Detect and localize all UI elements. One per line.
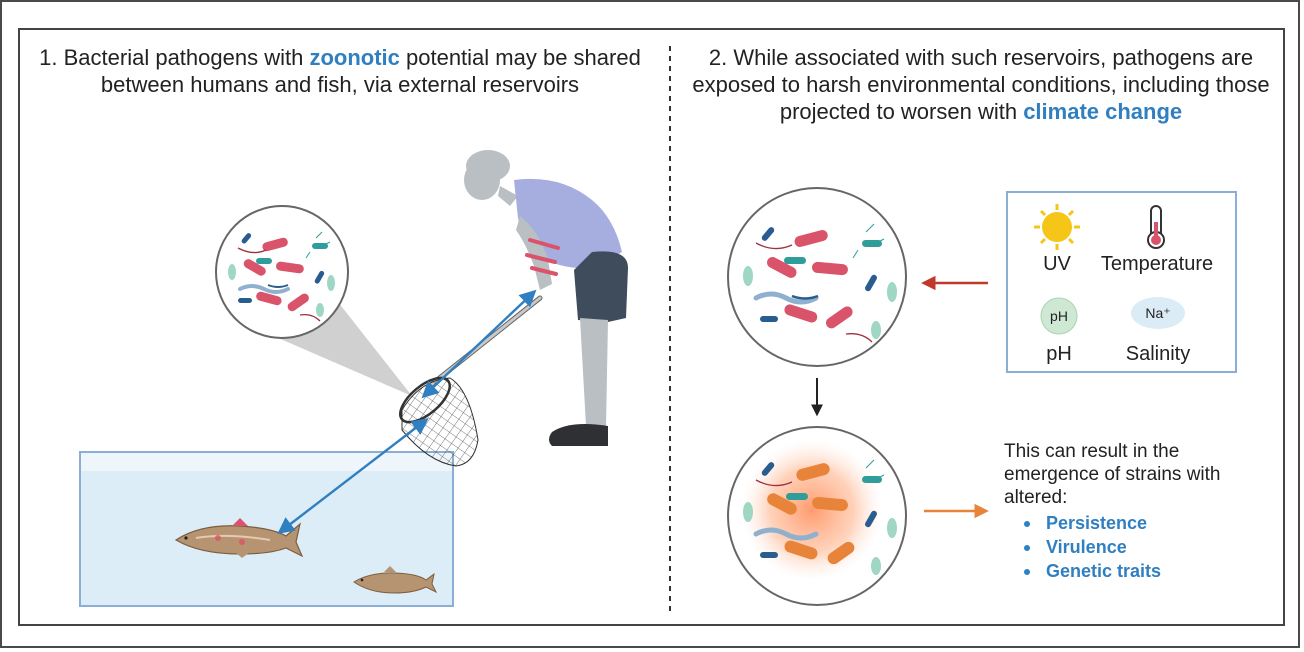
bacteria-circle-before [727,187,907,367]
panel-2-heading: 2. While associated with such reservoirs… [692,45,1270,124]
net-to-human-arrow [421,289,537,399]
uv-label: UV [1043,253,1071,275]
svg-text:pH: pH [1050,308,1068,324]
outcome-virulence: Virulence [1022,535,1161,559]
inner-frame [18,28,1285,626]
person-with-net [464,150,628,446]
fishing-net [399,295,543,467]
ph-label: pH [1046,343,1072,365]
thermometer-icon [1147,205,1165,249]
salinity-label: Salinity [1126,343,1190,365]
salinity-icon: Na⁺ [1131,297,1185,329]
climate-change-highlight: climate change [1023,99,1183,124]
result-text: This can result in the emergence of stra… [1004,441,1221,508]
fish-to-net-arrow [277,417,429,535]
ph-icon: pH [1040,297,1078,335]
temperature-label: Temperature [1101,253,1213,275]
stressors-box [1006,191,1237,373]
outcome-genetic-traits: Genetic traits [1022,559,1161,583]
outcome-list: Persistence Virulence Genetic traits [1022,511,1161,583]
bacteria-reservoir-circle [215,205,349,339]
svg-text:Na⁺: Na⁺ [1145,305,1170,321]
panel-1-heading: 1. Bacterial pathogens with zoonotic pot… [39,45,641,97]
sun-icon [1034,204,1080,250]
trout-fish-small [353,566,438,594]
outcome-persistence: Persistence [1022,511,1161,535]
zoonotic-highlight: zoonotic [309,45,400,70]
bacteria-circle-after [727,426,907,606]
trout-fish-large [174,518,304,558]
